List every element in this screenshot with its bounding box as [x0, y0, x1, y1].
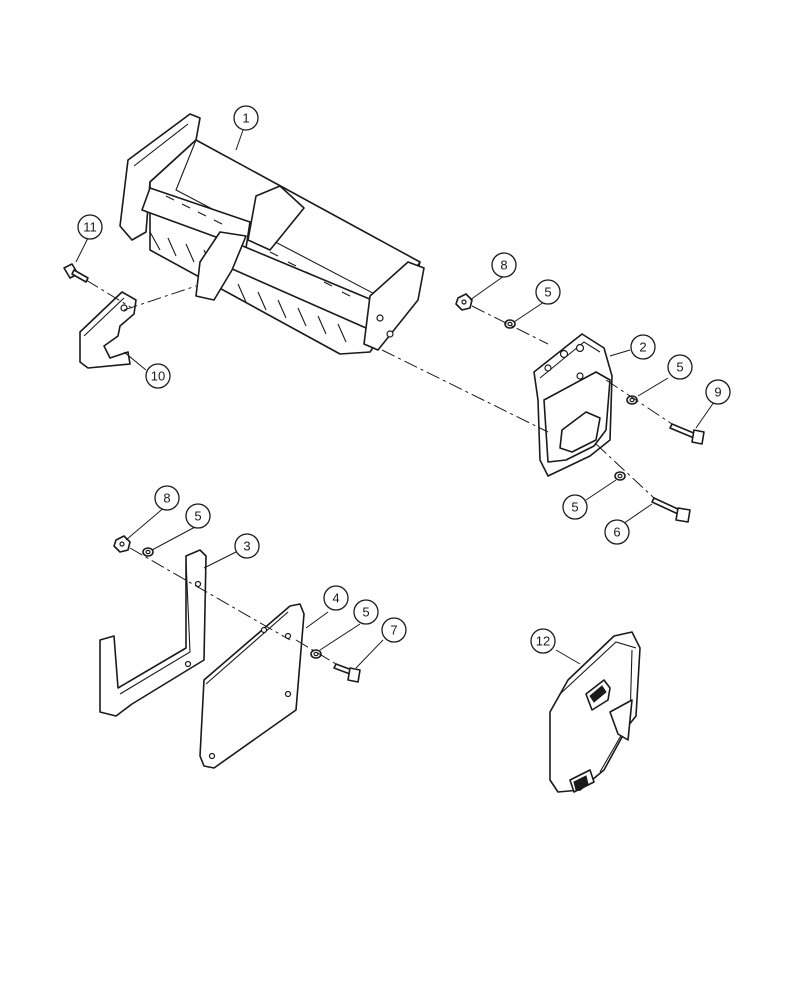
washer-5-mid	[626, 395, 638, 405]
svg-text:12: 12	[536, 634, 550, 649]
callout-5-cover: 5	[353, 599, 379, 625]
svg-text:1: 1	[242, 111, 249, 126]
callout-5-left: 5	[185, 503, 211, 529]
svg-text:5: 5	[544, 285, 551, 300]
support-plate-3	[99, 549, 207, 717]
callout-1: 1	[233, 105, 259, 131]
callout-8-left: 8	[154, 485, 180, 511]
bolt-9	[669, 423, 705, 445]
weight-carrier-bracket	[119, 113, 425, 355]
svg-text:5: 5	[676, 360, 683, 375]
svg-text:11: 11	[83, 220, 97, 235]
callout-6: 6	[604, 519, 630, 545]
callout-2: 2	[630, 334, 656, 360]
callout-8-top: 8	[491, 252, 517, 278]
svg-text:5: 5	[571, 500, 578, 515]
cover-plate-4	[199, 603, 305, 769]
callout-12: 12	[530, 628, 556, 654]
callout-9: 9	[705, 379, 731, 405]
svg-text:4: 4	[332, 591, 339, 606]
nut-8-upper	[455, 293, 473, 311]
bolt-7	[333, 663, 361, 683]
callout-7: 7	[381, 617, 407, 643]
callout-5-right: 5	[667, 354, 693, 380]
svg-text:9: 9	[714, 385, 721, 400]
svg-text:8: 8	[163, 491, 170, 506]
washer-5-upper	[504, 319, 516, 329]
washer-5-left	[142, 547, 154, 557]
bolt-11	[63, 263, 89, 283]
callout-5-top: 5	[535, 279, 561, 305]
svg-text:6: 6	[613, 525, 620, 540]
callout-3: 3	[234, 533, 260, 559]
washer-5-lower	[614, 471, 626, 481]
svg-text:2: 2	[639, 340, 646, 355]
svg-text:5: 5	[362, 605, 369, 620]
svg-text:3: 3	[243, 539, 250, 554]
svg-text:8: 8	[500, 258, 507, 273]
callout-11: 11	[77, 214, 103, 240]
washer-5-cover	[310, 649, 322, 659]
svg-text:7: 7	[390, 623, 397, 638]
bolt-6	[651, 497, 691, 523]
svg-text:5: 5	[194, 509, 201, 524]
front-weight-12	[549, 631, 641, 793]
callout-4: 4	[323, 585, 349, 611]
hook-plate-10	[79, 291, 137, 369]
assembly-center-lines	[85, 279, 673, 665]
side-bracket-2	[533, 333, 613, 477]
callout-5-bracket: 5	[562, 494, 588, 520]
callout-10: 10	[145, 363, 171, 389]
svg-text:10: 10	[151, 369, 165, 384]
